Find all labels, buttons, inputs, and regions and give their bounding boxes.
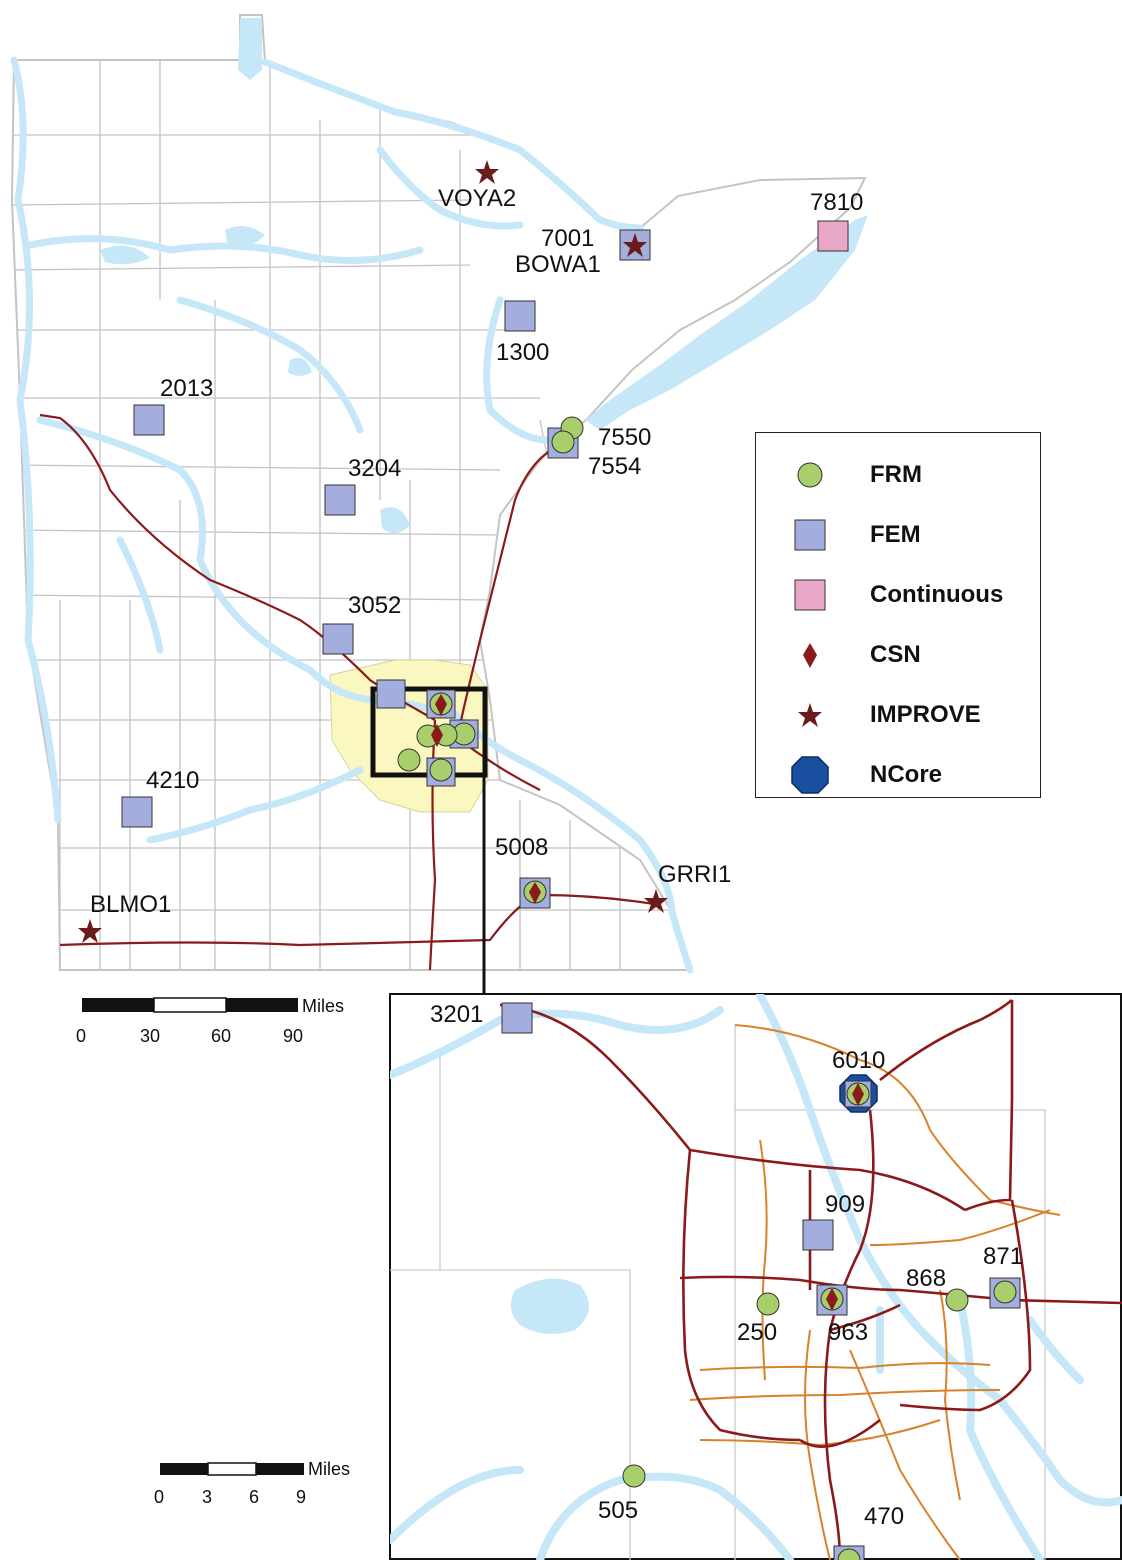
site-label-505: 505 (598, 1497, 638, 1524)
fem-marker-3052 (322, 623, 354, 655)
scale-tick: 9 (296, 1487, 306, 1507)
csn-diamond-6010 (852, 1083, 864, 1106)
lake-superior (585, 215, 868, 430)
fem-marker-2013 (133, 404, 165, 436)
site-label-963: 963 (828, 1319, 868, 1346)
site-label-2013: 2013 (160, 375, 213, 402)
fem-marker-3201 (501, 1002, 533, 1034)
csn-diamond-963 (826, 1288, 838, 1311)
legend-item-fem: FEM (756, 507, 1040, 557)
map-legend: FRM FEM Continuous CSN IMPROVE NCore (755, 432, 1041, 798)
site-label-1300: 1300 (496, 339, 549, 366)
scale-tick: 0 (76, 1026, 86, 1046)
site-label-6010: 6010 (832, 1047, 885, 1074)
csn-diamond-icon (803, 643, 817, 668)
legend-item-improve: IMPROVE (756, 687, 1040, 737)
metro-inset: 3201 6010 909 868 871 250 963 505 470 (389, 993, 1122, 1560)
legend-label: FRM (870, 461, 922, 488)
site-label-5008: 5008 (495, 834, 548, 861)
site-label-909: 909 (825, 1191, 865, 1218)
metro-site-markers (501, 1002, 1021, 1560)
lake-of-the-woods (238, 18, 262, 80)
metro-scale-bar: Miles 0 3 6 9 (154, 1459, 350, 1507)
site-label-3204: 3204 (348, 455, 401, 482)
legend-item-continuous: Continuous (756, 567, 1040, 617)
site-label-7001: 7001 (541, 225, 594, 252)
improve-star-bowa1 (623, 233, 647, 257)
improve-star-blmo1 (78, 919, 102, 943)
continuous-marker-7810 (817, 220, 849, 252)
scale-tick: 30 (140, 1026, 160, 1046)
frm-marker-250 (756, 1292, 780, 1316)
frm-circle-icon (797, 462, 823, 488)
site-label-bowa1: BOWA1 (515, 251, 601, 278)
site-label-voya2: VOYA2 (438, 185, 516, 212)
site-label-grri1: GRRI1 (658, 861, 731, 888)
legend-label: FEM (870, 521, 921, 548)
state-site-markers (78, 160, 849, 943)
improve-star-icon (798, 703, 822, 727)
site-label-868: 868 (906, 1265, 946, 1292)
state-scale-bar: Miles 0 30 60 90 (76, 996, 344, 1046)
legend-item-csn: CSN (756, 627, 1040, 677)
site-label-blmo1: BLMO1 (90, 891, 171, 918)
site-label-3201: 3201 (430, 1001, 483, 1028)
site-label-7810: 7810 (810, 189, 863, 216)
site-label-7550: 7550 (598, 424, 651, 451)
scale-unit-metro: Miles (308, 1459, 350, 1479)
fem-square-icon (794, 519, 826, 551)
site-label-4210: 4210 (146, 767, 199, 794)
improve-star-grri1 (644, 889, 668, 913)
scale-tick: 60 (211, 1026, 231, 1046)
scale-tick: 0 (154, 1487, 164, 1507)
scale-unit-state: Miles (302, 996, 344, 1016)
site-label-470: 470 (864, 1503, 904, 1530)
state-map: VOYA2 7810 7001 BOWA1 1300 2013 7550 755… (10, 14, 868, 994)
site-label-871: 871 (983, 1243, 1023, 1270)
water-features (100, 18, 868, 534)
legend-item-ncore: NCore (756, 747, 1040, 797)
frm-marker-505 (622, 1464, 646, 1488)
legend-label: CSN (870, 641, 921, 668)
legend-label: NCore (870, 761, 943, 788)
frm-marker-470 (837, 1548, 861, 1560)
state-site-labels: VOYA2 7810 7001 BOWA1 1300 2013 7550 755… (90, 185, 863, 918)
frm-marker-868 (945, 1288, 969, 1312)
fem-marker-4210 (121, 796, 153, 828)
csn-diamond-5008 (529, 882, 541, 904)
scale-tick: 6 (249, 1487, 259, 1507)
site-label-3052: 3052 (348, 592, 401, 619)
metro-site-labels: 3201 6010 909 868 871 250 963 505 470 (430, 1001, 1023, 1530)
legend-label: Continuous (870, 581, 1004, 608)
scale-tick: 90 (283, 1026, 303, 1046)
legend-item-frm: FRM (756, 447, 1040, 497)
site-label-7554: 7554 (588, 453, 641, 480)
continuous-square-icon (794, 579, 826, 611)
fem-marker-3204 (324, 484, 356, 516)
site-label-250: 250 (737, 1319, 777, 1346)
fem-marker-909 (802, 1219, 834, 1251)
legend-label: IMPROVE (870, 701, 981, 728)
frm-marker-7554 (551, 430, 575, 454)
improve-star-voya2 (475, 160, 499, 184)
scale-tick: 3 (202, 1487, 212, 1507)
ncore-octagon-icon (791, 756, 829, 794)
fem-marker-1300 (504, 300, 536, 332)
